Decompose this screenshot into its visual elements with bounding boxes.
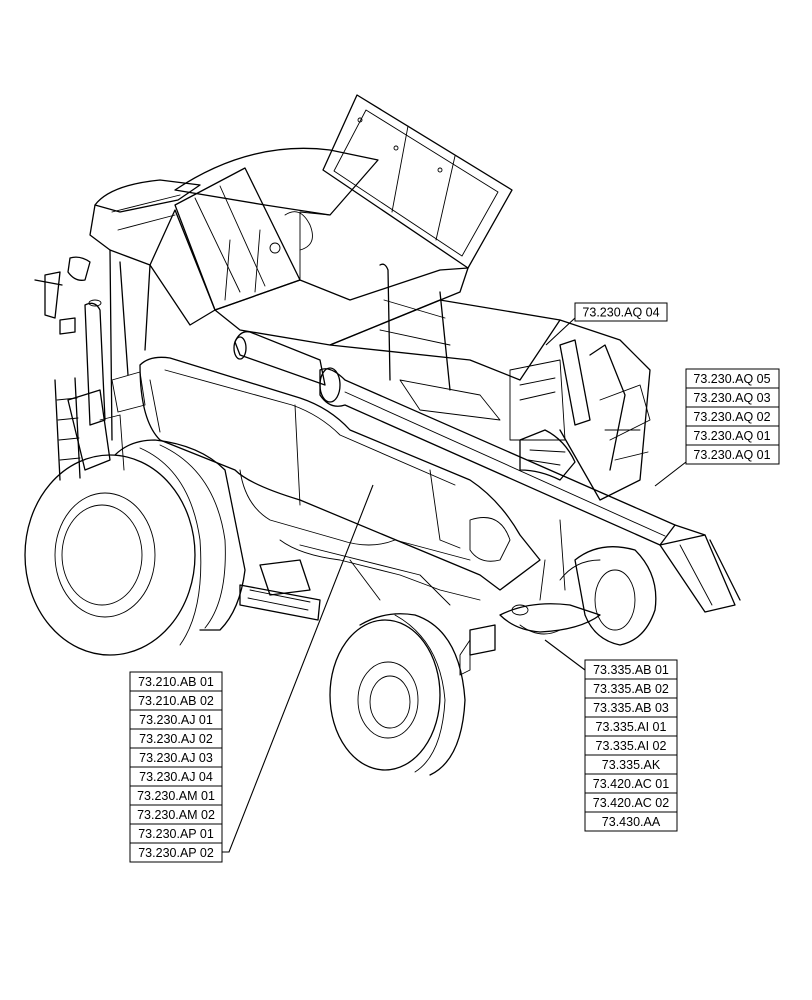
callout-label: 73.230.AP 01 <box>138 827 214 841</box>
callout-label: 73.230.AQ 01 <box>693 429 770 443</box>
callout-label: 73.430.AA <box>602 815 661 829</box>
callout-label: 73.230.AJ 03 <box>139 751 213 765</box>
callout-label: 73.335.AK <box>602 758 661 772</box>
callout-label: 73.230.AQ 02 <box>693 410 770 424</box>
body-panel <box>139 356 541 591</box>
callout-label: 73.335.AI 02 <box>596 739 667 753</box>
callout-label: 73.420.AC 01 <box>593 777 669 791</box>
callout-aq04: 73.230.AQ 04 <box>574 302 668 322</box>
callout-label: 73.335.AB 02 <box>593 682 669 696</box>
harvester-illustration <box>24 94 741 776</box>
engine-compartment <box>329 299 651 501</box>
callout-label: 73.230.AP 02 <box>138 846 214 860</box>
rear-right-tire <box>559 546 657 646</box>
callout-label: 73.230.AQ 01 <box>693 448 770 462</box>
underside <box>239 519 601 676</box>
unloading-auger <box>233 331 741 613</box>
callout-label: 73.230.AQ 05 <box>693 372 770 386</box>
callout-label: 73.335.AI 01 <box>596 720 667 734</box>
leader-aq04 <box>545 317 576 346</box>
callout-label: 73.230.AM 02 <box>137 808 215 822</box>
callout-label: 73.230.AQ 03 <box>693 391 770 405</box>
callout-label: 73.210.AB 01 <box>138 675 214 689</box>
leader-left-stack <box>222 484 374 853</box>
callout-label: 73.230.AJ 02 <box>139 732 213 746</box>
grain-tank-lid <box>322 94 513 269</box>
callout-stack-right: 73.335.AB 01 73.335.AB 02 73.335.AB 03 7… <box>584 659 678 832</box>
callout-label: 73.230.AJ 01 <box>139 713 213 727</box>
leader-aq-stack <box>654 461 687 487</box>
front-left-tire <box>24 439 246 656</box>
cab <box>34 179 201 481</box>
leader-lines <box>222 317 687 853</box>
callout-stack-left: 73.210.AB 01 73.210.AB 02 73.230.AJ 01 7… <box>129 671 223 863</box>
callout-label: 73.210.AB 02 <box>138 694 214 708</box>
callout-label: 73.335.AB 01 <box>593 663 669 677</box>
rear-left-tire <box>329 613 466 776</box>
callout-label: 73.335.AB 03 <box>593 701 669 715</box>
grain-tank <box>149 147 469 391</box>
callout-label: 73.230.AJ 04 <box>139 770 213 784</box>
callout-stack-aq: 73.230.AQ 05 73.230.AQ 03 73.230.AQ 02 7… <box>685 368 780 465</box>
callout-label: 73.420.AC 02 <box>593 796 669 810</box>
leader-right-stack <box>544 639 586 671</box>
callout-label: 73.230.AQ 04 <box>582 306 659 320</box>
callout-label: 73.230.AM 01 <box>137 789 215 803</box>
